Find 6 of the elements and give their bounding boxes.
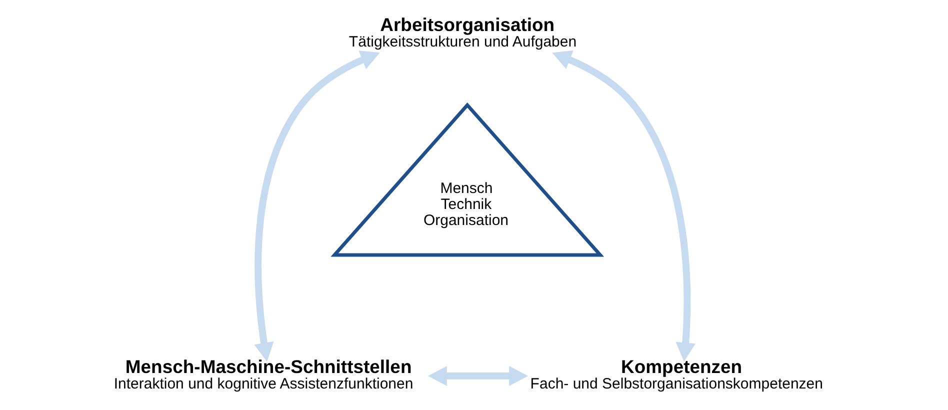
arrow: [254, 50, 380, 362]
arrow: [552, 50, 696, 362]
node-text: Arbeitsorganisation Tätigkeitsstrukturen und Aufgaben: [348, 14, 577, 51]
arrow: [428, 366, 528, 386]
node-text: Kompetenzen Fach- und Selbstorganisationskompetenzen: [530, 356, 824, 393]
node-text: Mensch-Maschine-Schnittstellen Interaktion und kognitive Assistenzfunktionen: [114, 356, 414, 393]
